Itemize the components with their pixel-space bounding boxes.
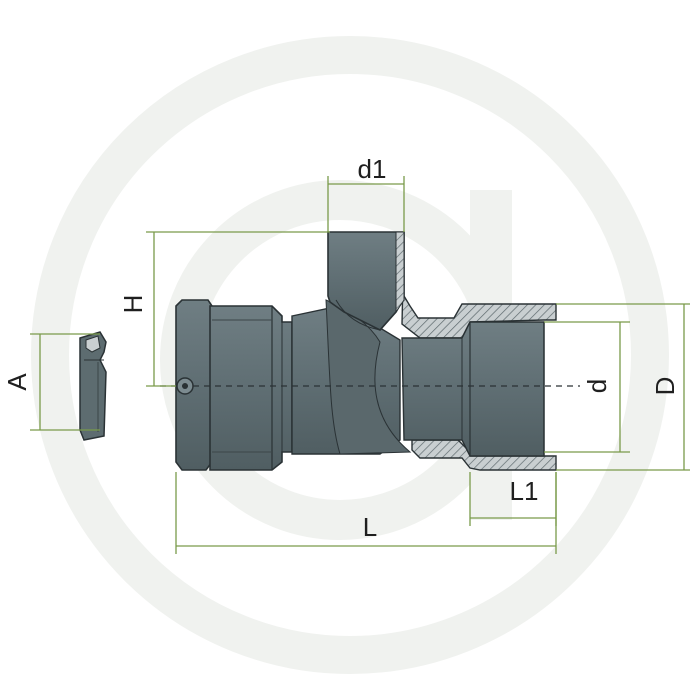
length-dimensions — [175, 472, 557, 554]
dimension-label-L1: L1 — [510, 476, 539, 506]
dimension-label-d1: d1 — [358, 154, 387, 184]
dimension-label-D: D — [650, 377, 680, 396]
dimension-label-A: A — [2, 373, 32, 391]
dimension-lines — [30, 176, 690, 471]
coupling-body — [175, 231, 412, 471]
dimension-label-L: L — [363, 512, 377, 542]
dimension-label-d: d — [582, 379, 612, 393]
threaded-socket-section — [395, 231, 557, 471]
coupling-clip-icon — [79, 331, 107, 441]
dimension-label-H: H — [118, 295, 148, 314]
